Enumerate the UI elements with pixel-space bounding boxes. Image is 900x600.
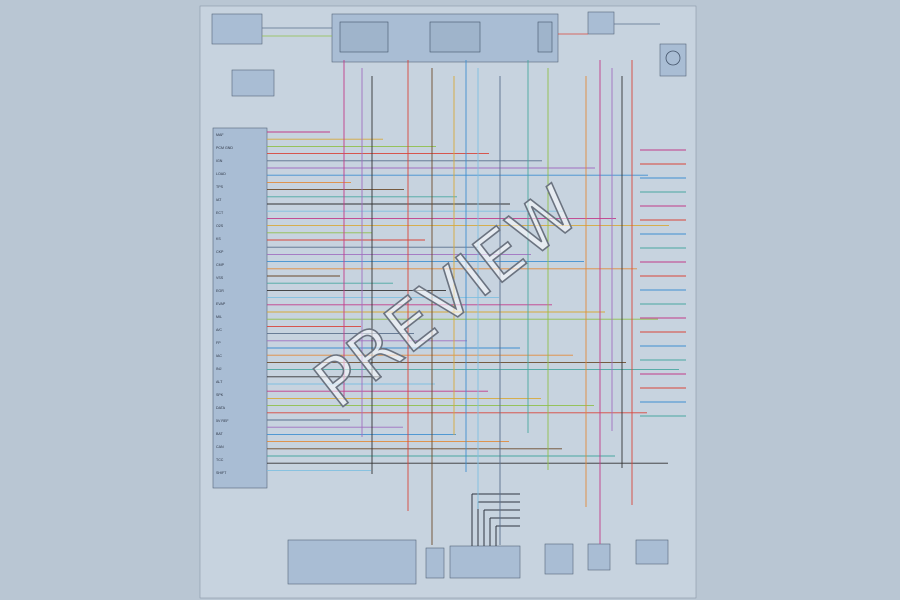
top-right-sensor — [659, 43, 687, 77]
pcm-pin-label: LOAD — [216, 172, 226, 176]
pcm-pin-label: ECT — [216, 211, 224, 215]
pcm-pin-label: DATA — [216, 406, 226, 410]
pcm-pin-label: SHIFT — [216, 471, 227, 475]
pcm-pin-label: VSS — [216, 276, 224, 280]
pcm-pin-label: O2S — [216, 224, 224, 228]
pcm-pin-label: INJ — [216, 367, 222, 371]
pcm-pin-label: IAT — [216, 198, 222, 202]
pcm-pin-label: FP — [216, 341, 221, 345]
pcm-pin-label: IAC — [216, 354, 222, 358]
pcm-pin-label: IGN — [216, 159, 223, 163]
top-left-module — [211, 13, 263, 45]
pin-label-group: MAF PCM GND IGN LOAD TPS IAT ECT O2S KS CKP CMP VSS… — [216, 133, 233, 475]
bottom-connector-5 — [635, 539, 669, 565]
relay-2 — [429, 21, 481, 53]
sensor-module-left — [231, 69, 275, 97]
pcm-pin-label: ALT — [216, 380, 223, 384]
diagram-paper — [199, 5, 697, 599]
pcm-module — [212, 127, 268, 489]
bottom-left-component — [287, 539, 417, 585]
arrow-fan — [471, 493, 520, 546]
bottom-connector-1 — [425, 547, 445, 579]
pcm-pin-label: TCC — [216, 458, 224, 462]
pcm-pin-label: KS — [216, 237, 221, 241]
pcm-pin-label: A/C — [216, 328, 222, 332]
bottom-connector-3 — [544, 543, 574, 575]
pcm-pin-label: TPS — [216, 185, 224, 189]
relay-fuse — [537, 21, 553, 53]
bottom-connector-2 — [449, 545, 521, 579]
pcm-pin-label: BAT — [216, 432, 224, 436]
pcm-pin-label: CAN — [216, 445, 224, 449]
pcm-pin-label: 5V REF — [216, 419, 229, 423]
pcm-pin-label: MIL — [216, 315, 222, 319]
sensor-icon — [665, 50, 681, 66]
bottom-connector-4 — [587, 543, 611, 571]
pcm-pin-label: PCM GND — [216, 146, 233, 150]
top-right-switch — [587, 11, 615, 35]
pcm-pin-label: EGR — [216, 289, 224, 293]
relay-1 — [339, 21, 389, 53]
pcm-pin-label: CMP — [216, 263, 225, 267]
pcm-pin-label: SPK — [216, 393, 224, 397]
pcm-pin-label: MAF — [216, 133, 224, 137]
pcm-pin-label: CKP — [216, 250, 224, 254]
pcm-pin-label: EVAP — [216, 302, 226, 306]
wire-group — [262, 23, 686, 545]
